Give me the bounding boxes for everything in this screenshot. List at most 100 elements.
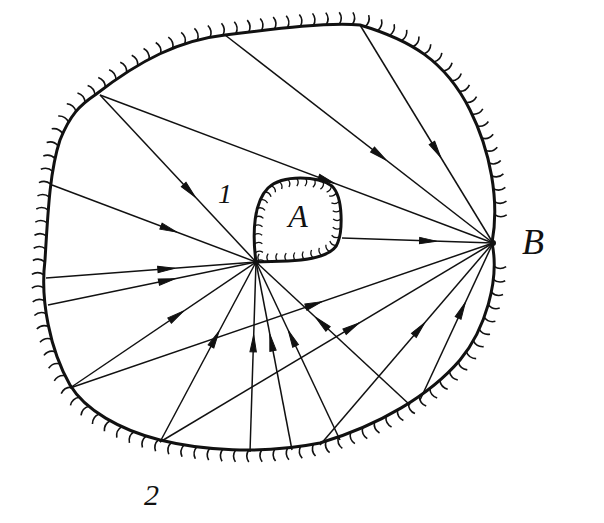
hatch-stroke	[33, 299, 45, 302]
hatch-stroke	[47, 142, 59, 146]
ray-arrowhead	[181, 182, 197, 199]
hatch-stroke	[208, 25, 211, 37]
hatch-stroke	[313, 13, 315, 25]
ray-arrowhead	[158, 276, 176, 286]
wall-hatching	[32, 12, 507, 462]
hatch-stroke	[92, 414, 99, 424]
cavity-wall	[44, 24, 495, 450]
hatch-stroke	[267, 254, 269, 262]
hatch-stroke	[257, 208, 265, 211]
hatch-stroke	[52, 129, 63, 134]
ray-line	[320, 243, 493, 445]
callout-number: 1	[218, 180, 232, 208]
hatch-stroke	[386, 416, 392, 427]
hatch-stroke	[326, 13, 328, 25]
hatch-stroke	[58, 116, 68, 122]
ray-arrowhead	[343, 320, 361, 334]
ray-line	[70, 262, 256, 388]
hatch-stroke	[494, 266, 506, 268]
hatch-stroke	[365, 15, 369, 26]
hatch-stroke	[37, 194, 49, 197]
hatch-stroke	[443, 63, 452, 71]
hatch-stroke	[374, 422, 379, 433]
hatch-stroke	[273, 17, 276, 29]
hatch-stroke	[466, 97, 477, 103]
hatch-stroke	[285, 253, 287, 261]
hatch-stroke	[276, 253, 278, 261]
hatch-stroke	[473, 341, 483, 347]
hatch-stroke	[491, 292, 503, 295]
ray-line	[160, 262, 256, 442]
hatch-stroke	[194, 28, 198, 40]
ray-line	[256, 262, 340, 440]
hatch-stroke	[305, 178, 307, 186]
hatch-stroke	[331, 201, 339, 203]
hatch-stroke	[156, 42, 161, 53]
hatch-stroke	[299, 446, 302, 458]
hatch-stroke	[297, 178, 299, 186]
hatch-stroke	[489, 160, 501, 164]
hatch-stroke	[413, 37, 419, 47]
hatch-stroke	[260, 200, 267, 203]
ray-arrowhead	[419, 237, 436, 244]
hatch-stroke	[390, 24, 395, 35]
hatch-stroke	[495, 215, 507, 217]
hatch-stroke	[109, 70, 116, 80]
hatch-stroke	[49, 364, 60, 369]
hatch-stroke	[294, 253, 296, 261]
ray-line	[360, 25, 493, 243]
body-letter: A	[288, 200, 308, 232]
hatch-stroke	[120, 62, 126, 72]
hatch-stroke	[81, 406, 89, 415]
hatch-stroke	[32, 286, 44, 288]
hatch-stroke	[207, 448, 210, 460]
ray-arrowhead	[160, 223, 178, 235]
hatch-stroke	[255, 225, 263, 227]
point-label: B	[522, 224, 544, 260]
hatch-stroke	[255, 251, 263, 253]
hatch-stroke	[352, 12, 354, 24]
hatch-stroke	[181, 32, 185, 43]
ray-line	[256, 262, 410, 405]
hatch-stroke	[247, 20, 250, 32]
hatch-stroke	[260, 19, 263, 31]
hatch-stroke	[440, 380, 448, 389]
ray-arrowhead	[250, 335, 257, 352]
hatch-stroke	[34, 234, 46, 236]
hatch-stroke	[362, 428, 367, 439]
ray-arrowhead	[267, 333, 276, 351]
ray-line	[342, 238, 493, 243]
ray-arrowhead	[429, 141, 443, 159]
hatch-stroke	[332, 235, 340, 237]
ray-arrowhead	[455, 301, 468, 319]
hatch-stroke	[36, 208, 48, 211]
hatch-stroke	[168, 37, 173, 48]
hatch-stroke	[333, 210, 341, 212]
hatch-stroke	[220, 449, 222, 461]
hatch-stroke	[39, 181, 51, 184]
hatch-stroke	[333, 219, 341, 221]
hatch-stroke	[37, 326, 49, 329]
ray-line	[100, 95, 493, 243]
hatch-stroke	[302, 252, 304, 260]
hatch-stroke	[256, 216, 264, 218]
hatch-stroke	[333, 227, 341, 229]
hatch-stroke	[493, 187, 505, 190]
hatch-stroke	[256, 260, 264, 262]
hatch-stroke	[479, 329, 490, 334]
hatch-stroke	[54, 376, 65, 381]
body-border	[254, 178, 341, 262]
hatch-stroke	[486, 147, 498, 151]
hatch-stroke	[155, 440, 159, 452]
ray-arrowhead	[371, 147, 388, 162]
hatch-stroke	[234, 22, 237, 34]
hatch-stroke	[288, 179, 290, 187]
hatch-stroke	[181, 445, 184, 457]
ray-arrowhead	[208, 330, 222, 348]
hatch-stroke	[34, 247, 46, 249]
hatch-stroke	[279, 182, 282, 190]
hatch-stroke	[449, 371, 457, 380]
hatch-stroke	[34, 313, 46, 316]
ray-line	[420, 243, 493, 400]
